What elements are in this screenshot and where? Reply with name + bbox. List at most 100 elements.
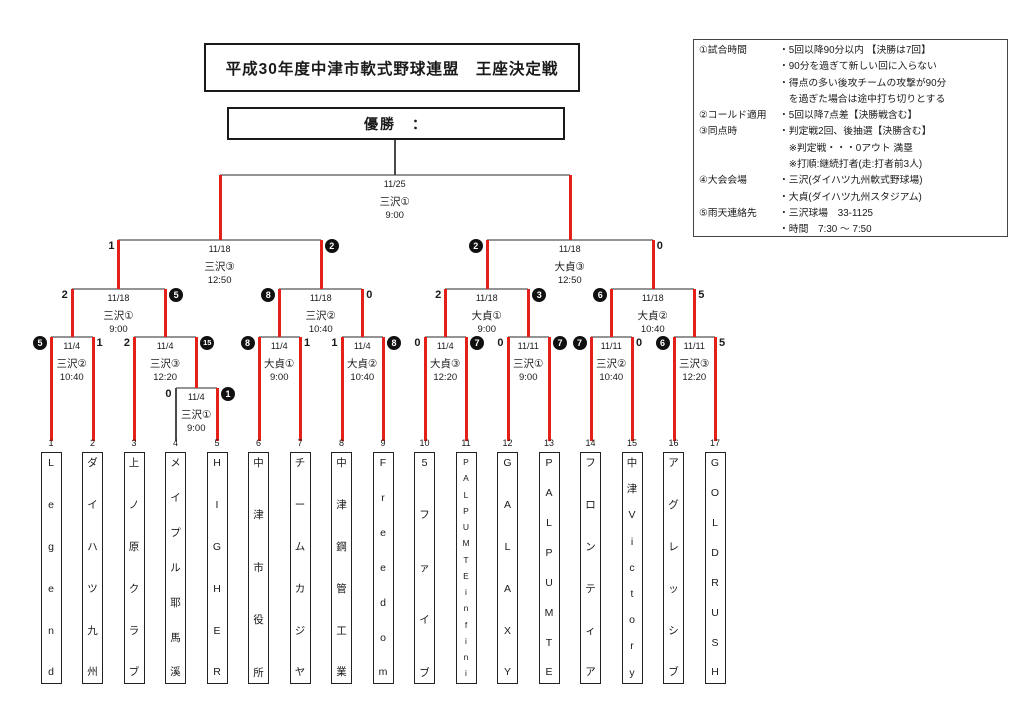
team-number: 1 [48, 438, 54, 448]
match-qf3-time: 9:00 [477, 324, 497, 335]
match-m3-venue: 大貞① [264, 358, 295, 370]
team-name-char: R [213, 666, 221, 679]
match-qf2-date: 11/18 [309, 293, 332, 303]
match-m2-time: 12:20 [153, 372, 178, 383]
team-name-char: 津 [253, 509, 264, 522]
rules-panel: ①試合時間 ・5回以降90分以内 【決勝は7回】 ・90分を過ぎて新しい回に入らな… [693, 39, 1008, 237]
match-qf4-right-score: 5 [698, 289, 705, 301]
team-name-char: ツ [87, 582, 98, 595]
rule-label: ②コールド適用 [699, 110, 767, 122]
team-name-char: n [463, 652, 469, 663]
team-name-char: ン [585, 540, 596, 553]
team-name-char: L [546, 516, 552, 529]
match-m3-time: 9:00 [270, 372, 289, 383]
team-name-char: P [463, 505, 469, 516]
match-final-venue: 三沢① [379, 196, 410, 208]
team-name-char: メ [170, 457, 181, 469]
team-name-char: ァ [419, 561, 430, 574]
team-name-char: シ [668, 624, 679, 637]
team-name-char: n [463, 603, 469, 614]
match-m8-venue: 三沢③ [679, 358, 710, 370]
team-name-char: 津 [626, 483, 638, 496]
match-m5-right-leg [465, 337, 468, 441]
rule-text: ・5回以降90分以内 【決勝は7回】 ・90分を過ぎて新しい回に入らない ・得点… [779, 45, 947, 105]
team-name-char: イ [170, 491, 181, 504]
advance-line-m8 [693, 289, 697, 337]
match-sf2-venue: 大貞③ [554, 261, 585, 273]
match-m5-right-score: 7 [470, 336, 484, 350]
match-qf1-bar [71, 288, 166, 290]
team-name-char: P [545, 546, 553, 559]
team-name-char: n [48, 624, 54, 637]
match-m4-venue: 大貞② [347, 358, 378, 370]
team-name-char: A [463, 473, 469, 484]
match-qf1-venue: 三沢① [103, 310, 134, 322]
team-name-char: E [545, 666, 553, 679]
team-name-char: P [545, 457, 553, 469]
team-box-6: 中津市役所 [248, 452, 269, 684]
team-name-char: L [48, 457, 54, 469]
match-sf2-right-score: 0 [656, 240, 663, 252]
team-name-char: i [630, 535, 634, 548]
team-name-char: プ [170, 526, 181, 539]
team-name-char: g [48, 540, 54, 553]
team-name-char: ブ [128, 666, 140, 679]
team-name-char: ア [585, 666, 596, 679]
advance-line-m6 [527, 289, 531, 337]
match-pre-left-score: 0 [165, 388, 172, 400]
advance-line-sf2 [568, 175, 572, 240]
team-name-char: ダ [87, 457, 98, 469]
page-title: 平成30年度中津市軟式野球連盟 王座決定戦 [225, 60, 559, 78]
title-box: 平成30年度中津市軟式野球連盟 王座決定戦 [204, 43, 580, 92]
match-m4-right-leg [382, 337, 385, 441]
match-m7-right-leg [631, 337, 634, 441]
champion-label: 優勝 ： [364, 115, 428, 132]
match-qf4-bar [611, 288, 695, 290]
team-name-char: カ [294, 582, 306, 595]
team-name-char: U [462, 522, 470, 533]
team-name-char: ヤ [294, 666, 306, 679]
team-name-char: i [465, 635, 467, 646]
advance-line-m7 [610, 289, 614, 337]
match-m1-right-score: 1 [96, 337, 103, 349]
team-name-char: チ [294, 457, 306, 469]
match-m2-venue: 三沢③ [149, 358, 181, 370]
match-m3-left-leg [257, 337, 261, 441]
advance-line-sf1 [218, 175, 222, 240]
team-name-char: 市 [253, 561, 264, 574]
team-name-char: r [381, 491, 385, 504]
team-name-char: H [213, 582, 221, 595]
team-name-char: ィ [585, 624, 596, 637]
match-m5-time: 12:20 [433, 372, 458, 383]
team-name-char: 役 [253, 614, 264, 627]
team-name-char: e [48, 498, 54, 511]
match-pre-bar [175, 387, 217, 389]
advance-line-m5 [444, 289, 448, 337]
team-box-2: ダイハツ九州 [82, 452, 103, 684]
match-m5-date: 11/4 [436, 341, 454, 351]
team-name-char: 州 [87, 666, 98, 679]
team-name-char: ハ [87, 540, 98, 553]
team-name-char: ア [668, 457, 679, 469]
team-name-char: 工 [336, 624, 347, 637]
rule-label: ①試合時間 [699, 45, 747, 56]
match-m6-right-leg [548, 337, 551, 441]
team-number: 3 [131, 438, 137, 448]
team-name-char: グ [668, 498, 679, 511]
team-name-char: A [545, 486, 553, 499]
match-m4-right-score: 8 [387, 336, 401, 350]
match-qf4-left-score: 6 [593, 288, 608, 302]
match-qf2-time: 10:40 [308, 324, 333, 335]
match-m2-left-score: 2 [123, 337, 130, 349]
match-m3-left-score: 8 [240, 336, 255, 350]
team-name-char: 耶 [170, 596, 181, 609]
match-m4-left-score: 1 [331, 337, 338, 349]
match-qf3-right-score: 3 [532, 288, 547, 302]
match-sf1-right-score: 2 [324, 239, 339, 253]
team-number: 4 [172, 438, 179, 448]
match-m8-right-leg [714, 337, 717, 441]
